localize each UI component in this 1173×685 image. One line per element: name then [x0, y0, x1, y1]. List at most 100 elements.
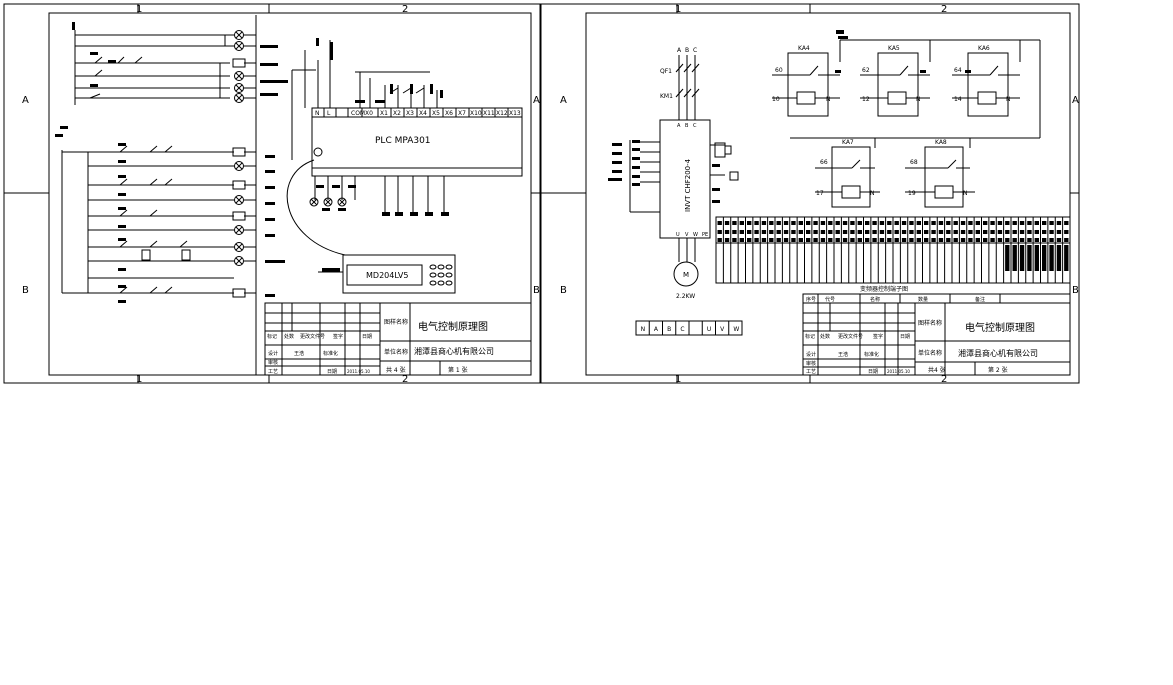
terminal-strip-tag: [931, 238, 936, 242]
relay-ka8-coil-out: N: [963, 190, 968, 197]
power-terminal-label: V: [720, 326, 725, 333]
terminal-strip-tag: [761, 238, 767, 242]
terminal-strip-tag: [872, 230, 877, 234]
terminal-strip-tag: [783, 230, 789, 234]
bom-header-remark: 备注: [975, 296, 985, 303]
hmi-body: [342, 254, 456, 294]
terminal-strip-tag: [968, 230, 973, 234]
sheet-1-date-label: 日期: [327, 369, 337, 375]
sheet-2-zone-col-1-bottom: 1: [675, 374, 681, 385]
sheet-2-zone-row-a-left: A: [560, 95, 567, 106]
terminal-strip-tag: [747, 230, 752, 234]
terminal-strip-tag: [1056, 221, 1062, 225]
terminal-strip-tag: [806, 230, 811, 234]
sheet-1-ladder-bottom: [61, 145, 256, 294]
terminal-strip-tag: [916, 238, 921, 242]
sheet-2-zone-col-2-bottom: 2: [941, 374, 947, 385]
terminal-strip-wire-mark: [1064, 245, 1069, 271]
terminal-strip-tag: [916, 230, 921, 234]
terminal-strip-tag: [828, 221, 833, 225]
plc-port-icon: [313, 147, 323, 157]
terminal-strip-tag: [975, 221, 980, 225]
terminal-strip-tag: [909, 221, 914, 225]
power-terminal-label: C: [680, 326, 684, 333]
relay-ka8-contact: 68: [910, 159, 918, 166]
bom-header-no: 序号: [806, 296, 816, 303]
plc-terminal-l: L: [327, 110, 331, 117]
terminal-strip-tag: [1064, 230, 1069, 234]
plc-terminal-x0: X0: [365, 110, 373, 117]
relay-ka5-contact: 62: [862, 67, 870, 74]
terminal-strip-tag: [1019, 238, 1025, 242]
sheet-1-designer: 王浩: [294, 350, 304, 357]
relay-ka5-coil-out: N: [916, 96, 921, 103]
terminal-strip-tag: [1042, 221, 1047, 225]
plc-label: PLC MPA301: [375, 136, 431, 146]
relay-ka7-name: KA7: [842, 139, 854, 146]
sheet-1-role-process: 工艺: [268, 369, 278, 375]
terminal-strip-tag: [769, 221, 774, 225]
sheet-1-drawing-name-label: 图样名称: [384, 318, 408, 326]
sheet-2-rev-header-doc: 更改文件号: [838, 333, 863, 340]
terminal-strip-tag: [953, 238, 958, 242]
sheet-2-drawing-name-label: 图样名称: [918, 319, 942, 327]
sheet-2-rev-header-date: 日期: [900, 334, 910, 340]
terminal-strip-wire-mark: [1027, 245, 1032, 271]
terminal-strip-tag: [835, 238, 840, 242]
terminal-strip: 变频器控制端子图: [715, 216, 1071, 293]
terminal-strip-tag: [783, 221, 789, 225]
terminal-strip-tag: [1064, 221, 1069, 225]
sheet-1-rev-header-count: 处数: [284, 333, 294, 340]
terminal-strip-tag: [769, 238, 774, 242]
inverter-terminal-u: U: [676, 232, 680, 238]
terminal-strip-tag: [946, 238, 951, 242]
relay-ka4-name: KA4: [798, 45, 810, 52]
relay-ka7-coil-in: 17: [816, 190, 824, 197]
terminal-strip-wire-mark: [1005, 245, 1010, 271]
terminal-strip-tag: [857, 238, 862, 242]
power-terminal-label: W: [733, 326, 739, 333]
sheet-2-role-review: 审核: [806, 360, 816, 367]
bom-header-name: 名称: [870, 296, 880, 303]
terminal-strip-tag: [717, 221, 722, 225]
terminal-strip-tag: [953, 221, 958, 225]
terminal-strip-tag: [872, 221, 877, 225]
terminal-strip-tag: [850, 238, 855, 242]
sheet-2-sheet-total: 共4 张: [928, 366, 946, 374]
sheet-2-zone-row-b-right: B: [1072, 285, 1079, 296]
plc-module: N L COM X0 X1 X2 X3 X4 X5 X6 X7 X10 X11 …: [286, 40, 523, 256]
sheet-2-sheet-no: 第 2 张: [988, 366, 1008, 374]
terminal-strip-tag: [901, 230, 907, 234]
terminal-strip-tag: [901, 238, 907, 242]
plc-terminal-x7: X7: [458, 110, 466, 117]
terminal-strip-caption: 变频器控制端子图: [860, 285, 908, 293]
terminal-strip-tag: [739, 221, 744, 225]
sheet-2-role-design: 设计: [806, 351, 816, 358]
sheet-1-lamp-icons-bottom: [232, 147, 246, 298]
relay-ka5-coil-in: 12: [862, 96, 870, 103]
sheet-1-zone-row-b-left: B: [22, 285, 29, 296]
terminal-strip-tag: [739, 230, 744, 234]
sheet-2-rev-header-mark: 标记: [805, 333, 815, 340]
terminal-strip-tag: [983, 230, 988, 234]
sheet-1-rev-header-doc: 更改文件号: [300, 333, 325, 340]
terminal-strip-tag: [1064, 238, 1069, 242]
terminal-strip-tag: [1027, 230, 1032, 234]
terminal-strip-tag: [813, 221, 818, 225]
terminal-strip-tag: [872, 238, 877, 242]
sheet-1-zone-row-a-left: A: [22, 95, 29, 106]
terminal-strip-tag: [938, 238, 944, 242]
terminal-strip-wire-mark: [1034, 245, 1039, 271]
motor-icon: [673, 261, 699, 287]
sheet-2-rev-header-sign: 签字: [873, 333, 883, 340]
sheet-1-zone-col-1-bottom: 1: [136, 374, 142, 385]
plc-terminal-x11: X11: [483, 110, 495, 117]
plc-terminal-x5: X5: [432, 110, 440, 117]
terminal-strip-tag: [1019, 221, 1025, 225]
sheet-1-date: 2011.05.10: [347, 369, 370, 374]
sheet-1-zone-row-b-right: B: [533, 285, 540, 296]
terminal-strip-tag: [1042, 238, 1047, 242]
inverter-terminal-w: W: [693, 232, 698, 238]
